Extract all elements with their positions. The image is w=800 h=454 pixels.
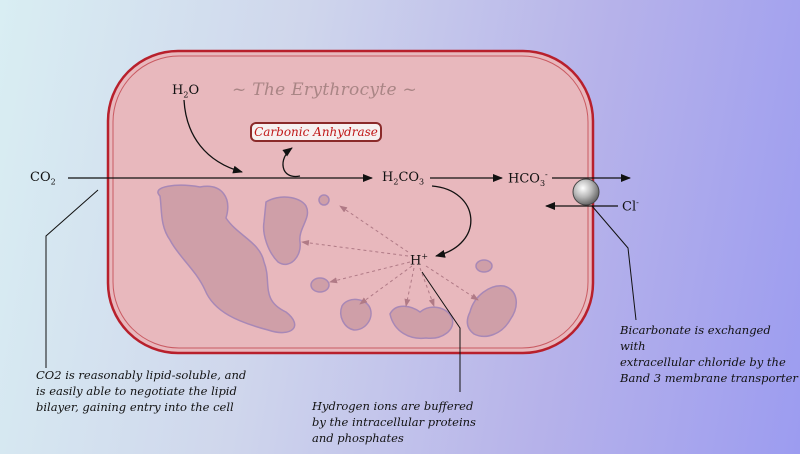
protein-blob-8 [475, 259, 493, 273]
protein-blob-6 [389, 305, 454, 340]
protein-blob-3 [318, 194, 330, 206]
reaction-arrows [68, 99, 631, 258]
enzyme-cycle-arrow [282, 147, 301, 178]
protein-blob-5 [340, 298, 372, 331]
hydrogen-buffer-note: Hydrogen ions are buffered by the intrac… [312, 399, 476, 445]
hco3-label: HCO3- [508, 170, 548, 188]
buffer-arrows [301, 205, 479, 307]
protein-blob-7 [466, 285, 517, 338]
carbonic-anhydrase-label: Carbonic Anhydrase [250, 122, 382, 142]
dissociation-arrow [431, 185, 472, 258]
protein-blob-2 [262, 196, 309, 265]
h2o-arrow [183, 99, 243, 174]
band3-exchange-note: Bicarbonate is exchanged with extracellu… [620, 323, 798, 385]
hydrogen-ion-label: H+ [410, 252, 429, 269]
diagram-title: ~ The Erythrocyte ~ [232, 80, 418, 100]
h2co3-label: H2CO3 [382, 170, 425, 187]
protein-blob-4 [310, 277, 330, 293]
cl-label: Cl- [622, 198, 639, 215]
band3-transporter [572, 178, 600, 206]
protein-blob-large [157, 184, 296, 334]
co2-diffusion-note: CO2 is reasonably lipid-soluble, and is … [36, 368, 247, 414]
h2o-label: H2O [172, 83, 200, 100]
intracellular-proteins [157, 184, 517, 340]
co2-label: CO2 [30, 170, 56, 187]
callout-lines [45, 189, 637, 392]
